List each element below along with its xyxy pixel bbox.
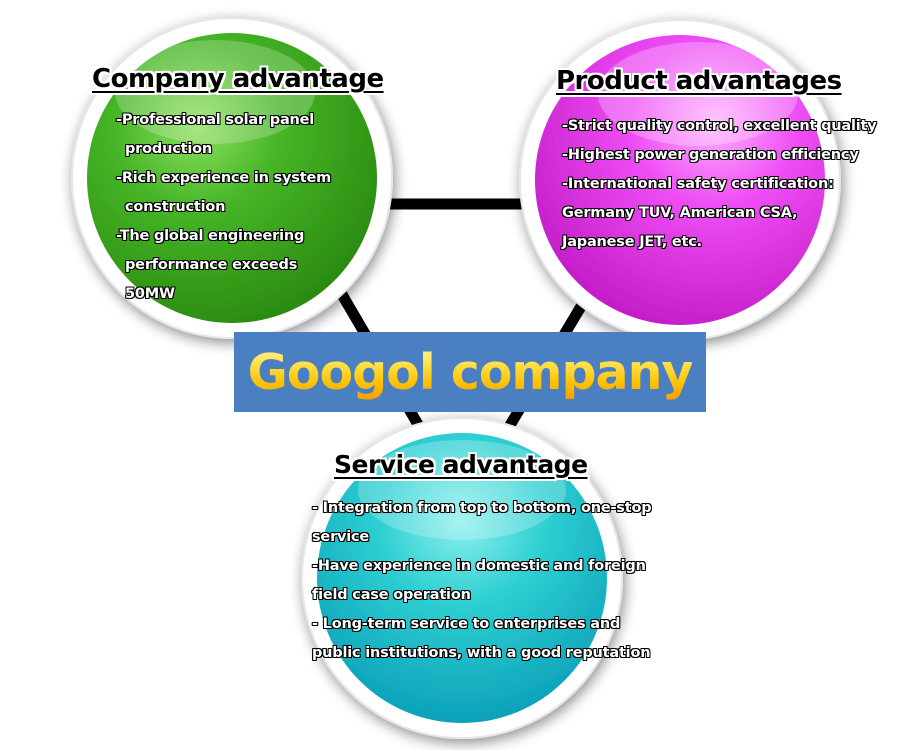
company-node-title: Company advantage <box>92 64 384 94</box>
center-title: Googol company <box>247 343 694 401</box>
company-node-circle <box>71 17 393 339</box>
company-node-list: -Professional solar panel production -Ri… <box>116 106 348 309</box>
product-node-list: -Strict quality control, excellent quali… <box>562 112 882 257</box>
company-list-item: -Rich experience in system construction <box>116 170 332 215</box>
product-node-title: Product advantages <box>556 66 842 96</box>
product-list-item: Germany TUV, American CSA, <box>562 205 798 221</box>
service-node-list: - Integration from top to bottom, one-st… <box>312 494 672 668</box>
service-list-item: - Long-term service to enterprises and p… <box>312 616 651 661</box>
company-list-item: -The global engineering performance exce… <box>116 228 305 302</box>
center-banner: Googol company <box>234 332 706 412</box>
product-list-item: -International safety certification: <box>562 176 834 192</box>
product-list-item: Japanese JET, etc. <box>562 234 702 250</box>
service-node-title: Service advantage <box>334 450 588 479</box>
product-list-item: -Strict quality control, excellent quali… <box>562 118 877 134</box>
service-list-item: - Integration from top to bottom, one-st… <box>312 500 652 545</box>
service-list-item: -Have experience in domestic and foreign… <box>312 558 646 603</box>
product-node-circle <box>519 19 841 341</box>
product-list-item: -Highest power generation efficiency <box>562 147 859 163</box>
company-list-item: -Professional solar panel production <box>116 112 315 157</box>
service-node-circle <box>301 417 623 739</box>
